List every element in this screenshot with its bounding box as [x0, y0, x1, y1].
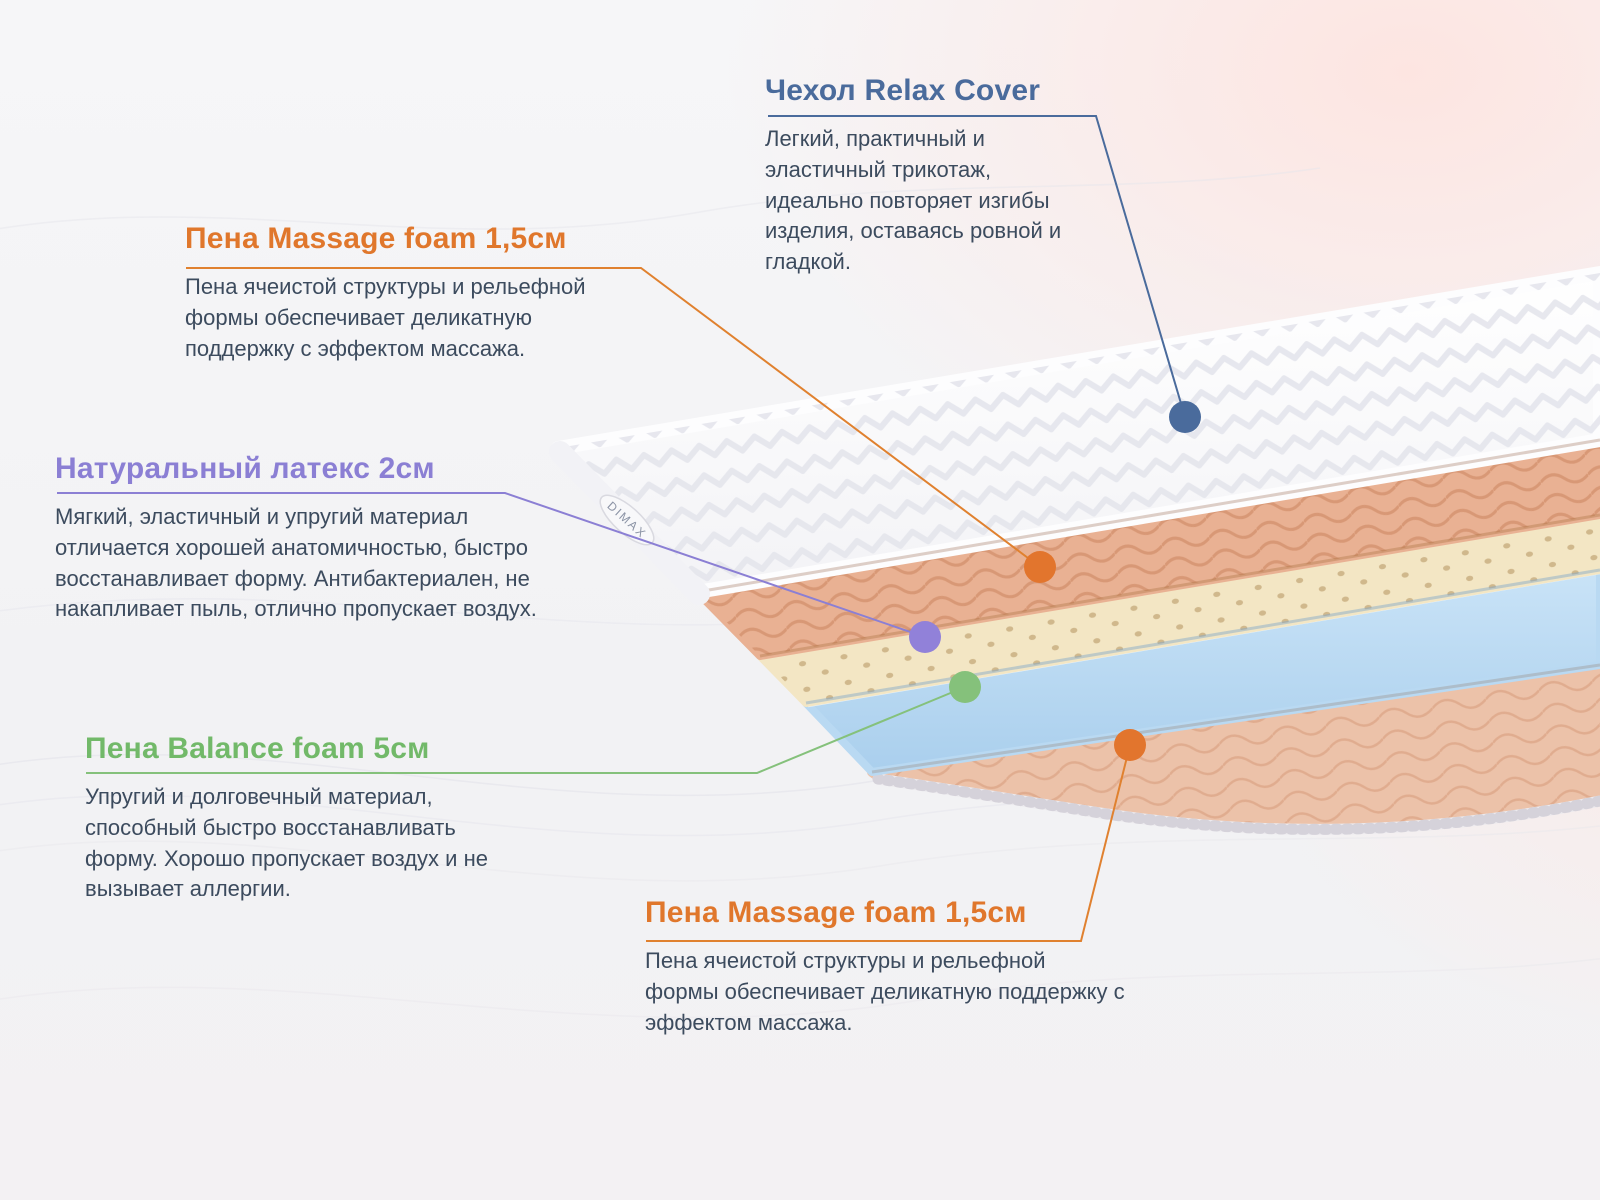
callout-line-massage-bottom	[646, 744, 1131, 942]
callout-dot-cover	[1169, 401, 1201, 433]
callout-title-massage-foam-bottom: Пена Massage foam 1,5см	[645, 896, 1027, 929]
callout-body-balance-foam: Упругий и долговечный материал, способны…	[85, 784, 488, 902]
callout-title-balance-foam: Пена Balance foam 5см	[85, 732, 430, 765]
layer-massage-foam-bottom	[867, 660, 1600, 835]
callout-body-natural-latex: Мягкий, эластичный и упругий материал от…	[55, 504, 537, 622]
callout-title-cover: Чехол Relax Cover	[765, 74, 1041, 107]
callout-dot-massage-bottom	[1114, 729, 1146, 761]
callout-natural-latex: Натуральный латекс 2см Мягкий, эластичны…	[55, 452, 545, 625]
callout-dot-balance	[949, 671, 981, 703]
callout-line-massage-top	[186, 267, 1041, 568]
callout-body-cover: Легкий, практичный и эластичный трикотаж…	[765, 126, 1062, 275]
callout-dot-latex	[909, 621, 941, 653]
callout-cover: Чехол Relax Cover Легкий, практичный и э…	[765, 74, 1095, 278]
callout-body-massage-foam-bottom: Пена ячеистой структуры и рельефной форм…	[645, 948, 1125, 1035]
callout-dot-massage-top	[1024, 551, 1056, 583]
callout-title-natural-latex: Натуральный латекс 2см	[55, 452, 435, 485]
callout-massage-foam-bottom: Пена Massage foam 1,5см Пена ячеистой ст…	[645, 896, 1125, 1038]
callout-balance-foam: Пена Balance foam 5см Упругий и долговеч…	[85, 732, 515, 905]
callout-line-balance	[86, 686, 966, 774]
callout-title-massage-foam-top: Пена Massage foam 1,5см	[185, 222, 567, 255]
callout-line-latex	[57, 492, 926, 638]
callout-line-cover	[768, 115, 1186, 418]
callout-lines	[57, 115, 1186, 942]
callout-massage-foam-top: Пена Massage foam 1,5см Пена ячеистой ст…	[185, 222, 645, 364]
callout-dots	[909, 401, 1201, 761]
callout-body-massage-foam-top: Пена ячеистой структуры и рельефной форм…	[185, 274, 586, 361]
mattress-layers: DIMAX	[549, 266, 1600, 835]
